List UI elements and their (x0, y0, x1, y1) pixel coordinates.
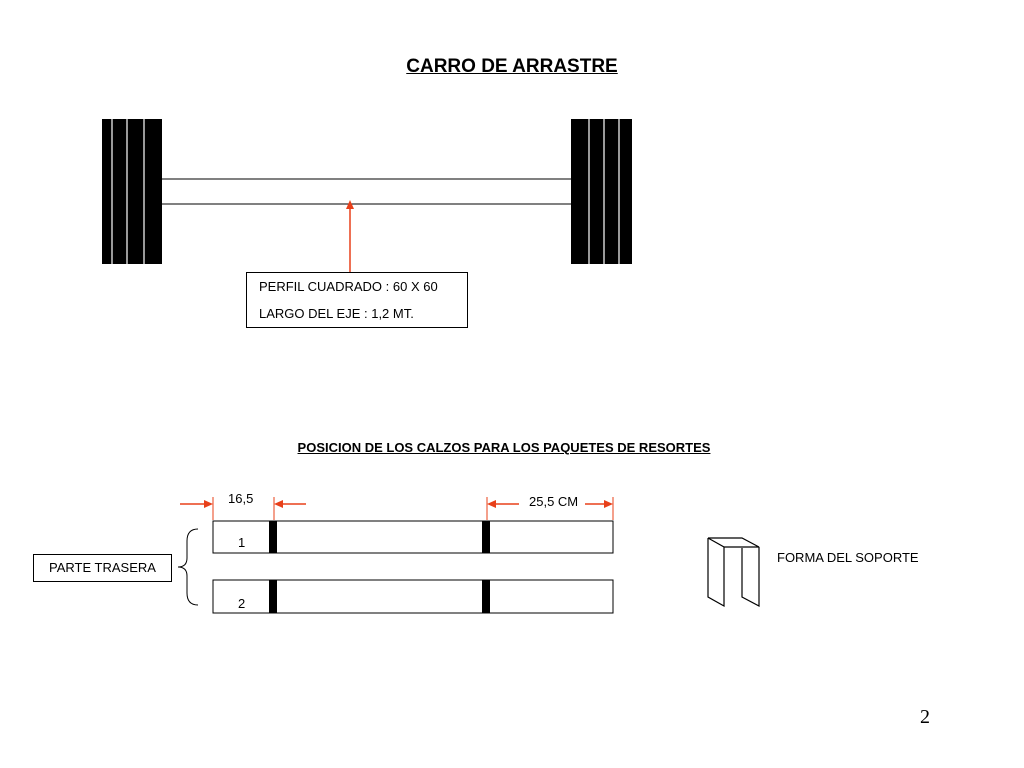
support-shape-label: FORMA DEL SOPORTE (777, 550, 919, 565)
spring-bar-2 (212, 579, 614, 614)
page-number: 2 (920, 706, 930, 728)
dimension-ticks (212, 497, 614, 520)
wedge-block (482, 580, 490, 613)
axle-pointer-arrow (346, 200, 354, 272)
section-title: POSICION DE LOS CALZOS PARA LOS PAQUETES… (297, 440, 711, 455)
wedge-block (269, 521, 277, 553)
axle (162, 178, 571, 205)
axle-length-label: LARGO DEL EJE : 1,2 MT. (259, 306, 414, 321)
axle-profile-label: PERFIL CUADRADO : 60 X 60 (259, 279, 438, 294)
bar-2-label: 2 (238, 596, 246, 611)
dimension-left-label: 16,5 (228, 491, 254, 506)
dimension-arrow-left-inner (274, 500, 306, 508)
dimension-arrow-right-inner (487, 500, 519, 508)
page-title: CARRO DE ARRASTRE (406, 56, 618, 77)
bar-1-label: 1 (238, 535, 246, 550)
axle-spec-box: PERFIL CUADRADO : 60 X 60 LARGO DEL EJE … (246, 272, 468, 328)
group-label-box: PARTE TRASERA (33, 554, 172, 582)
dimension-right-label: 25,5 CM (529, 494, 579, 509)
wedge-block (269, 580, 277, 613)
group-label: PARTE TRASERA (49, 560, 156, 575)
spring-bar-1 (212, 520, 614, 554)
dimension-arrow-left-outer (180, 500, 213, 508)
support-shape (707, 537, 760, 608)
curly-brace (177, 528, 199, 606)
left-wheel (102, 119, 162, 264)
dimension-arrow-right-outer (585, 500, 613, 508)
wedge-block (482, 521, 490, 553)
right-wheel (571, 119, 632, 264)
